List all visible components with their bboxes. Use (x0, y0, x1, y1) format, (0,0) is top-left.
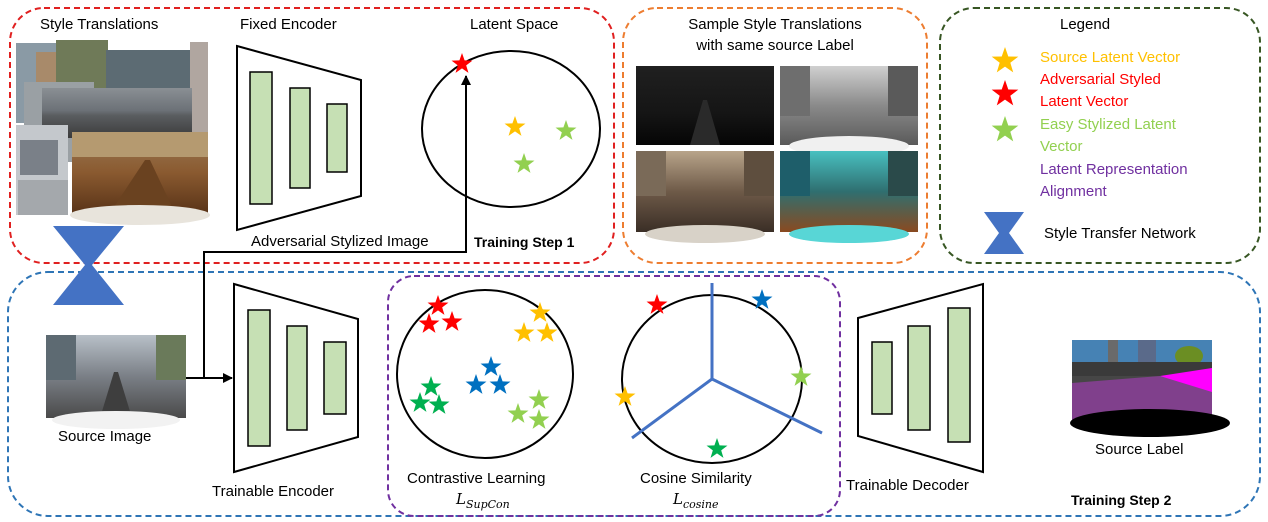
latent-space-label: Latent Space (470, 16, 559, 33)
trainable-decoder-shape (857, 282, 984, 474)
fixed-encoder-label: Fixed Encoder (240, 16, 337, 33)
supcon-loss-label: LSupCon (456, 490, 510, 511)
supcon-base: L (456, 490, 466, 508)
legend-title: Legend (1060, 16, 1111, 33)
legend-adversarial-text-2: Latent Vector (1040, 93, 1129, 110)
cosine-loss-label: Lcosine (673, 490, 719, 511)
supcon-sub: SupCon (465, 498, 510, 511)
fixed-encoder-shape (236, 44, 362, 232)
style-translations-stack (16, 40, 210, 225)
sample-images (636, 66, 918, 243)
contrastive-label: Contrastive Learning (407, 470, 546, 487)
legend-source-star (991, 47, 1019, 73)
source-label-image (1070, 340, 1230, 437)
legend-panel-border (939, 7, 1261, 264)
cosine-label: Cosine Similarity (640, 470, 752, 487)
cosine-sub: cosine (682, 498, 719, 511)
trainable-encoder-label: Trainable Encoder (212, 483, 335, 500)
cosine-base: L (673, 490, 683, 508)
legend-style-network-text: Style Transfer Network (1044, 225, 1196, 242)
step1-panel-border (9, 7, 615, 264)
legend-easy-star (991, 116, 1019, 142)
legend-easy-text-1: Easy Stylized Latent (1040, 116, 1176, 133)
legend-alignment-text-2: Alignment (1040, 183, 1107, 200)
samples-panel-border (622, 7, 928, 264)
training-step-2-label: Training Step 2 (1071, 492, 1172, 508)
cosine-axes (631, 283, 823, 440)
legend-adversarial-star (991, 80, 1019, 106)
trainable-encoder-shape (233, 282, 359, 474)
source-image (46, 335, 186, 429)
training-step-1-label: Training Step 1 (474, 234, 575, 250)
legend-adversarial-text-1: Adversarial Styled (1040, 71, 1161, 88)
style-translations-label: Style Translations (40, 16, 159, 33)
legend-alignment-text-1: Latent Representation (1040, 161, 1188, 178)
trainable-decoder-label: Trainable Decoder (846, 477, 969, 494)
legend-source-text: Source Latent Vector (1040, 49, 1181, 66)
source-image-label: Source Image (58, 428, 152, 445)
step2-panel-border (7, 271, 1261, 517)
alignment-panel-border (387, 275, 841, 517)
legend-hourglass (984, 212, 1024, 254)
style-transfer-hourglass (53, 226, 124, 305)
legend-easy-text-2: Vector (1040, 138, 1083, 155)
contrastive-ellipse (396, 289, 574, 459)
adversarial-image-label: Adversarial Stylized Image (251, 233, 429, 250)
samples-title-line1: Sample Style Translations (688, 16, 862, 33)
source-label-label: Source Label (1095, 441, 1184, 458)
samples-title-line2: with same source Label (696, 37, 854, 54)
